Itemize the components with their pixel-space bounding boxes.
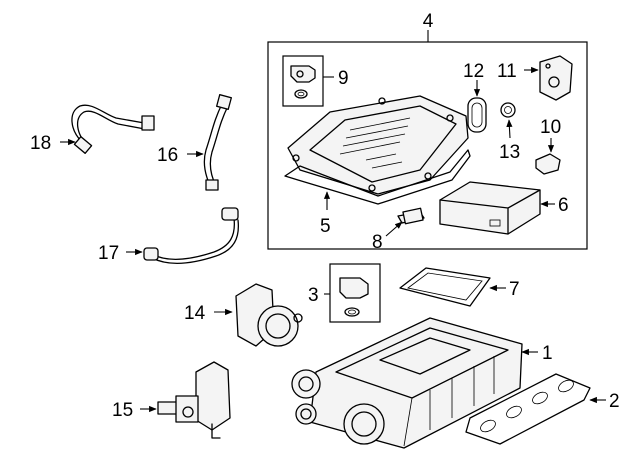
callout-5[interactable]: 5 <box>320 216 331 237</box>
intercooler-cover[interactable] <box>287 95 469 195</box>
part-2-gasket[interactable] <box>465 373 591 445</box>
leader-8 <box>385 221 403 237</box>
callout-14[interactable]: 14 <box>184 303 206 324</box>
callout-16[interactable]: 16 <box>157 145 178 166</box>
part-11-sensor[interactable] <box>539 55 573 101</box>
callout-17[interactable]: 17 <box>98 243 119 264</box>
part-14-actuator[interactable] <box>235 283 303 347</box>
callout-6[interactable]: 6 <box>558 195 569 216</box>
group-box-9 <box>282 55 324 107</box>
callout-4[interactable]: 4 <box>423 11 434 32</box>
part-3-sensor[interactable] <box>339 277 369 317</box>
callout-3[interactable]: 3 <box>308 285 319 306</box>
part-5-gasket[interactable] <box>284 149 471 205</box>
callout-2[interactable]: 2 <box>609 391 620 412</box>
group-box-3 <box>329 263 381 323</box>
part-18-vacuum-hose[interactable] <box>71 104 155 154</box>
part-12-seal[interactable] <box>467 97 487 133</box>
leader-13 <box>506 119 513 139</box>
part-6-module[interactable] <box>439 181 541 235</box>
callout-7[interactable]: 7 <box>509 279 520 300</box>
part-8-sensor[interactable] <box>397 207 425 225</box>
callout-1[interactable]: 1 <box>542 343 553 364</box>
part-15-solenoid[interactable] <box>157 361 231 439</box>
callout-12[interactable]: 12 <box>463 61 484 82</box>
callout-11[interactable]: 11 <box>497 61 517 82</box>
part-1-supercharger[interactable] <box>291 317 523 449</box>
callout-8[interactable]: 8 <box>372 232 383 253</box>
part-10-sensor[interactable] <box>535 153 561 175</box>
callout-15[interactable]: 15 <box>112 400 133 421</box>
callout-13[interactable]: 13 <box>499 142 520 163</box>
callout-9[interactable]: 9 <box>338 68 349 89</box>
part-13-o-ring[interactable] <box>500 102 516 118</box>
callout-18[interactable]: 18 <box>30 133 51 154</box>
part-16-vacuum-hose[interactable] <box>203 94 232 191</box>
part-9-sensor[interactable] <box>290 65 316 99</box>
callout-10[interactable]: 10 <box>540 117 561 138</box>
part-17-vacuum-hose[interactable] <box>143 207 240 264</box>
part-7-gasket[interactable] <box>399 267 491 307</box>
